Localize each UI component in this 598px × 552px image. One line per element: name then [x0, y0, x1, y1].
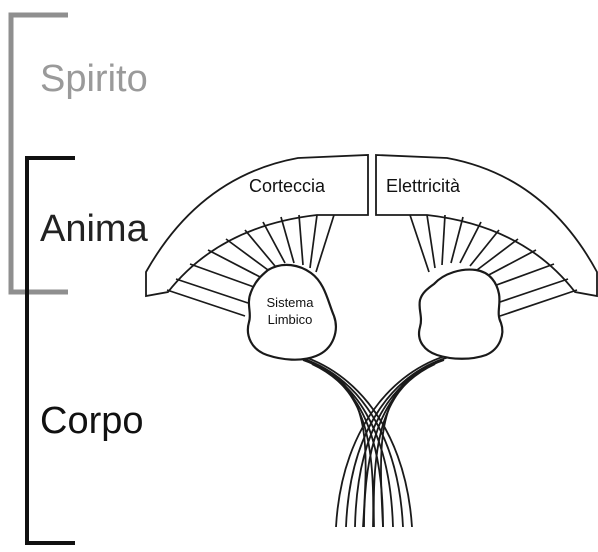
spirit-label: Spirito [40, 60, 148, 98]
body-label: Corpo [40, 402, 144, 440]
electricity-label: Elettricità [386, 177, 460, 195]
limbic-system-label: Sistema Limbico [250, 294, 330, 328]
right-limbic-blob [419, 270, 502, 359]
cortex-label: Corteccia [249, 177, 325, 195]
spirit-soul-bracket [11, 15, 68, 292]
right-to-left-nerve-bundle [336, 352, 462, 527]
soul-label: Anima [40, 210, 148, 248]
limbic-label-line2: Limbico [250, 311, 330, 328]
limbic-label-line1: Sistema [250, 294, 330, 311]
